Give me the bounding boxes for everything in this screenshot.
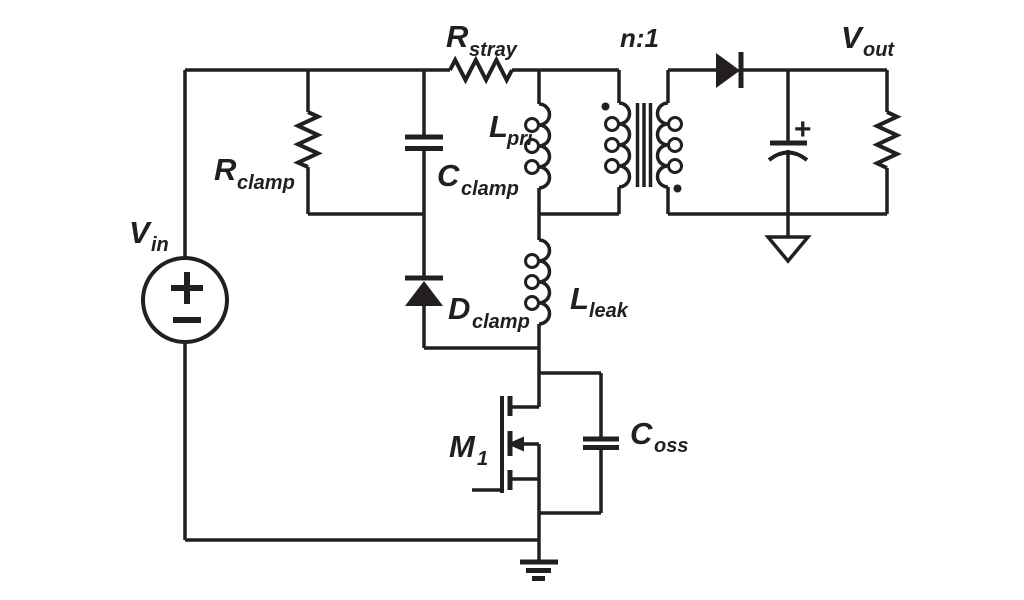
primary-loop [604, 158, 620, 174]
lleak-label: L [570, 281, 589, 316]
vin-label: V [129, 215, 152, 250]
source-circle [141, 256, 229, 344]
lpri-label: L [489, 109, 508, 144]
vout-label: V [841, 20, 864, 55]
lpri-label-sub: pri [506, 128, 533, 150]
transformer-core [635, 103, 653, 187]
rstray-label-sub: stray [469, 39, 518, 61]
dclamp-label: D [448, 291, 470, 326]
lpri-loop [524, 159, 540, 175]
lleak-loop [524, 295, 540, 311]
lpri-loop [524, 138, 540, 154]
diode-output [716, 52, 744, 88]
lleak-label-sub: leak [589, 300, 629, 322]
transformer [601, 101, 683, 193]
labels: V in R stray R clamp C clamp D clamp L p… [129, 19, 895, 470]
lpri-loop [524, 117, 540, 133]
secondary-polarity-dot [673, 184, 682, 193]
plus-sign [171, 272, 203, 304]
diode-dclamp [405, 275, 443, 306]
cout-plate-curved [767, 150, 809, 162]
cout-plus-label: + [794, 113, 812, 146]
primary-polarity-dot [601, 102, 610, 111]
resistor-rclamp [293, 110, 323, 169]
ground-bars [520, 559, 558, 581]
lpri-coil [538, 102, 552, 190]
lleak-coil [538, 238, 552, 326]
coss-label-sub: oss [654, 435, 688, 457]
inductor-lpri [524, 102, 552, 190]
voltage-source-vin [141, 256, 229, 344]
cclamp-label: C [437, 158, 460, 193]
ground-main [520, 559, 558, 581]
mosfet-body-arrow [507, 436, 524, 452]
turns-ratio-label: n:1 [620, 23, 659, 53]
mosfet-m1 [500, 396, 524, 493]
resistor-load [872, 110, 902, 170]
inductor-lleak [524, 238, 552, 326]
primary-loop [604, 116, 620, 132]
ground-output-triangle [764, 235, 812, 264]
primary-loop [604, 137, 620, 153]
rclamp-label-sub: clamp [237, 172, 295, 194]
rclamp-label: R [214, 152, 237, 187]
output-diode-triangle [716, 53, 740, 88]
secondary-loop [667, 137, 683, 153]
dclamp-triangle [405, 281, 443, 306]
wire-net [183, 68, 889, 562]
m1-label-sub: 1 [477, 448, 488, 470]
transformer-secondary-coil [655, 101, 669, 189]
secondary-loop [667, 116, 683, 132]
rstray-label: R [446, 19, 469, 54]
capacitor-cout [767, 140, 809, 162]
lleak-loop [524, 274, 540, 290]
m1-label: M [449, 429, 476, 464]
secondary-loop [667, 158, 683, 174]
capacitor-coss [583, 436, 619, 450]
dclamp-label-sub: clamp [472, 311, 530, 333]
capacitor-cclamp [405, 134, 443, 151]
lleak-loop [524, 253, 540, 269]
coss-label: C [630, 416, 653, 451]
vin-label-sub: in [151, 234, 169, 256]
transformer-primary-coil [618, 101, 632, 189]
cclamp-label-sub: clamp [461, 178, 519, 200]
resistor-rstray [448, 55, 514, 85]
vout-label-sub: out [863, 39, 895, 61]
